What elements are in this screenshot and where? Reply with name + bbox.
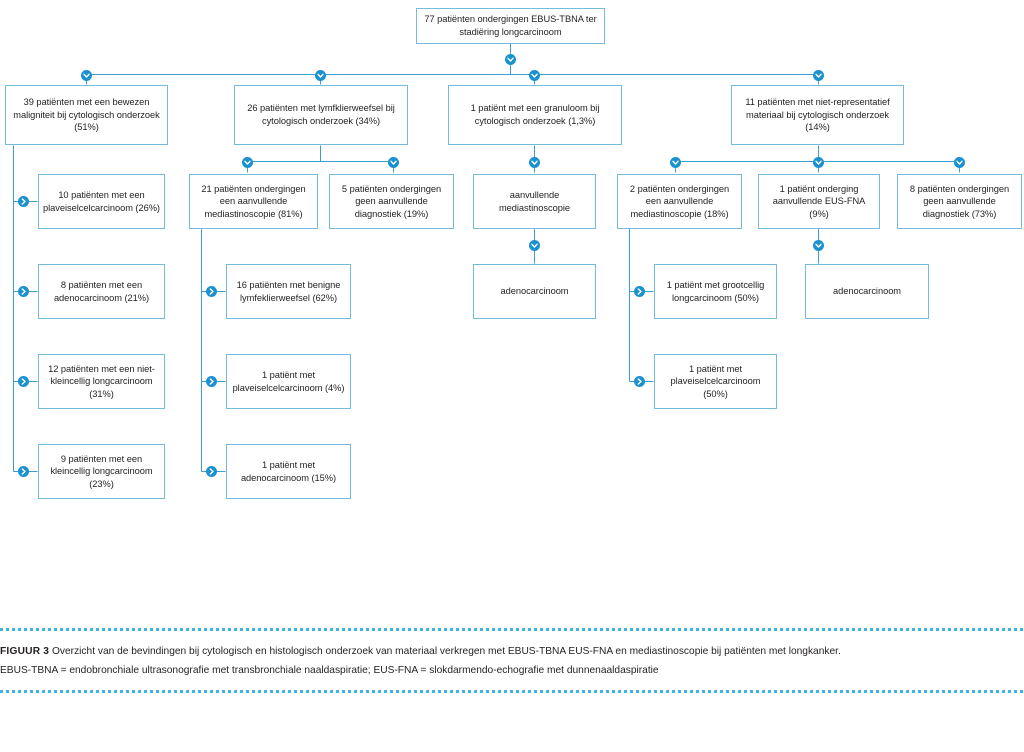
chevron-down-icon — [315, 70, 326, 81]
figure-label: FIGUUR 3 — [0, 646, 50, 657]
flow-node-n1[interactable]: 39 patiënten met een bewezen maligniteit… — [5, 85, 168, 145]
flow-node-label: 1 patiënt met plaveiselcelcarcinoom (50%… — [670, 363, 761, 399]
figure-legend: EBUS-TBNA = endobronchiale ultrasonograf… — [0, 664, 1000, 678]
chevron-down-icon — [388, 157, 399, 168]
flow-node-label: 10 patiënten met een plaveiselcelcarcino… — [43, 189, 160, 213]
flow-node-n1c[interactable]: 12 patiënten met een niet-kleincellig lo… — [38, 354, 165, 409]
flow-node-label: 77 patiënten ondergingen EBUS-TBNA ter s… — [424, 14, 597, 37]
flow-node-label: 1 patiënt met plaveiselcelcarcinoom (4%) — [232, 369, 345, 393]
flow-node-n2a[interactable]: 21 patiënten ondergingen een aanvullende… — [189, 174, 318, 229]
flow-node-n4a2[interactable]: 1 patiënt met plaveiselcelcarcinoom (50%… — [654, 354, 777, 409]
flow-node-label: 1 patiënt met een granuloom bij cytologi… — [470, 103, 600, 126]
flow-node-label: 1 patiënt onderging aanvullende EUS-FNA … — [772, 183, 866, 219]
flow-node-label: 8 patiënten ondergingen geen aanvullende… — [909, 183, 1010, 219]
chevron-down-icon — [505, 54, 516, 65]
flow-node-n2b[interactable]: 5 patiënten ondergingen geen aanvullende… — [329, 174, 454, 229]
flow-node-n3[interactable]: 1 patiënt met een granuloom bij cytologi… — [448, 85, 622, 145]
flow-node-label: 1 patiënt met grootcellig longcarcinoom … — [666, 279, 765, 303]
flow-node-label: 12 patiënten met een niet-kleincellig lo… — [48, 363, 155, 399]
figure-caption: FIGUUR 3 Overzicht van de bevindingen bi… — [0, 645, 1000, 659]
flow-node-n4a1[interactable]: 1 patiënt met grootcellig longcarcinoom … — [654, 264, 777, 319]
flow-node-label: adenocarcinoom — [832, 286, 902, 297]
flow-node-n1a[interactable]: 10 patiënten met een plaveiselcelcarcino… — [38, 174, 165, 229]
flow-node-n4a[interactable]: 2 patiënten ondergingen een aanvullende … — [617, 174, 742, 229]
chevron-right-icon — [634, 286, 645, 297]
chevron-down-icon — [813, 240, 824, 251]
flow-node-label: adenocarcinoom — [500, 286, 569, 297]
flow-node-label: 21 patiënten ondergingen een aanvullende… — [201, 183, 306, 219]
flow-node-label: 9 patiënten met een kleincellig longcarc… — [50, 453, 153, 489]
chevron-down-icon — [529, 240, 540, 251]
flow-node-label: aanvullende mediastinoscopie — [498, 189, 571, 213]
chevron-right-icon — [206, 286, 217, 297]
flow-node-label: 39 patiënten met een bewezen maligniteit… — [13, 97, 160, 133]
flow-node-n4b1[interactable]: adenocarcinoom — [805, 264, 929, 319]
flow-node-n2[interactable]: 26 patiënten met lymfklierweefsel bij cy… — [234, 85, 408, 145]
flow-node-n1b[interactable]: 8 patiënten met een adenocarcinoom (21%) — [38, 264, 165, 319]
figure-caption-text: Overzicht van de bevindingen bij cytolog… — [52, 646, 841, 657]
flow-node-label: 11 patiënten met niet-representatief mat… — [745, 97, 890, 133]
flow-node-label: 1 patiënt met adenocarcinoom (15%) — [240, 459, 337, 483]
figure-legend-text: EBUS-TBNA = endobronchiale ultrasonograf… — [0, 665, 659, 676]
flow-node-n1d[interactable]: 9 patiënten met een kleincellig longcarc… — [38, 444, 165, 499]
flow-node-n3a1[interactable]: adenocarcinoom — [473, 264, 596, 319]
flow-node-label: 16 patiënten met benigne lymfeklierweefs… — [236, 279, 341, 303]
flow-node-n4b[interactable]: 1 patiënt onderging aanvullende EUS-FNA … — [758, 174, 880, 229]
chevron-down-icon — [670, 157, 681, 168]
chevron-down-icon — [529, 157, 540, 168]
chevron-down-icon — [242, 157, 253, 168]
flow-node-n3a[interactable]: aanvullende mediastinoscopie — [473, 174, 596, 229]
chevron-down-icon — [813, 70, 824, 81]
chevron-right-icon — [206, 376, 217, 387]
flow-node-n2a3[interactable]: 1 patiënt met adenocarcinoom (15%) — [226, 444, 351, 499]
caption-divider-bottom — [0, 690, 1024, 693]
chevron-right-icon — [18, 196, 29, 207]
flow-node-label: 26 patiënten met lymfklierweefsel bij cy… — [247, 103, 395, 126]
chevron-right-icon — [18, 286, 29, 297]
chevron-down-icon — [529, 70, 540, 81]
chevron-right-icon — [18, 466, 29, 477]
flow-node-label: 5 patiënten ondergingen geen aanvullende… — [341, 183, 442, 219]
flow-node-label: 8 patiënten met een adenocarcinoom (21%) — [53, 279, 150, 303]
flow-node-label: 2 patiënten ondergingen een aanvullende … — [629, 183, 730, 219]
flow-node-n2a1[interactable]: 16 patiënten met benigne lymfeklierweefs… — [226, 264, 351, 319]
flow-node-n4[interactable]: 11 patiënten met niet-representatief mat… — [731, 85, 904, 145]
flow-node-n4c[interactable]: 8 patiënten ondergingen geen aanvullende… — [897, 174, 1022, 229]
chevron-right-icon — [634, 376, 645, 387]
flow-node-n2a2[interactable]: 1 patiënt met plaveiselcelcarcinoom (4%) — [226, 354, 351, 409]
chevron-right-icon — [206, 466, 217, 477]
caption-divider-top — [0, 628, 1024, 631]
chevron-right-icon — [18, 376, 29, 387]
chevron-down-icon — [813, 157, 824, 168]
chevron-down-icon — [81, 70, 92, 81]
flow-node-root[interactable]: 77 patiënten ondergingen EBUS-TBNA ter s… — [416, 8, 605, 44]
chevron-down-icon — [954, 157, 965, 168]
